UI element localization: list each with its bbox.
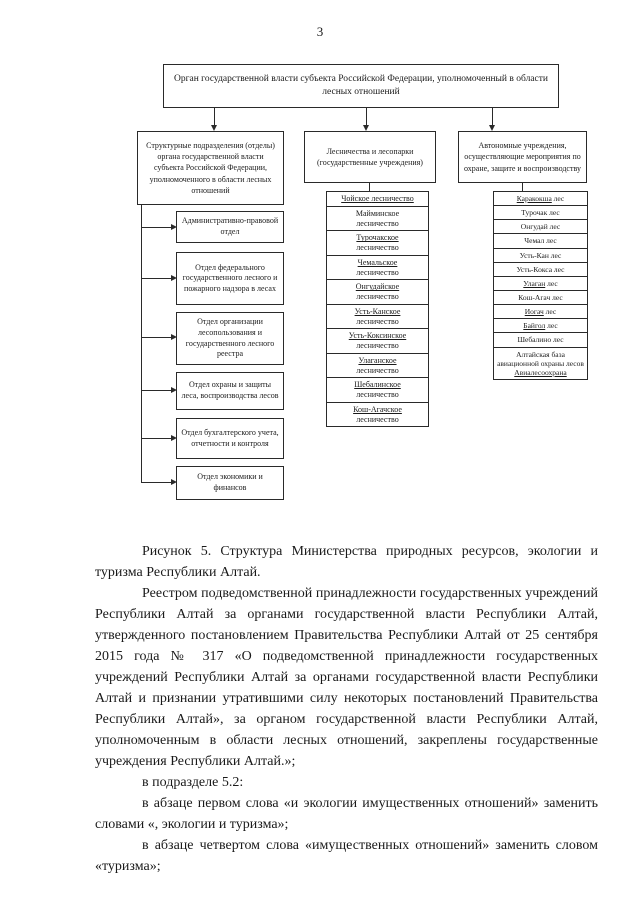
body-text: Рисунок 5. Структура Министерства природ…	[95, 541, 598, 877]
figure-caption: Рисунок 5. Структура Министерства природ…	[95, 544, 598, 580]
paragraph-registry: Реестром подведомственной принадлежности…	[95, 586, 598, 769]
branch-box-forestries: Лесничества и лесопарки (государственные…	[304, 131, 436, 183]
down-arrow-icon	[211, 108, 217, 131]
right-arrow-icon	[141, 275, 177, 281]
connector-line	[369, 183, 370, 191]
paragraph-subsection: в подразделе 5.2:	[142, 775, 244, 790]
department-box: Отдел бухгалтерского учета, отчетности и…	[176, 418, 284, 459]
autonomous-item: Кош-Агач лес	[493, 289, 588, 306]
department-box: Отдел организации лесопользования и госу…	[176, 312, 284, 365]
department-box: Отдел экономики и финансов	[176, 466, 284, 500]
autonomous-item: Шебалино лес	[493, 332, 588, 348]
connector-line	[141, 205, 142, 483]
down-arrow-icon	[489, 108, 495, 131]
autonomous-item: Иогач лес	[493, 304, 588, 320]
page-number: 3	[316, 24, 324, 39]
down-arrow-icon	[363, 108, 369, 131]
branch-box-autonomous: Автономные учреждения, осуществляющие ме…	[458, 131, 587, 183]
autonomous-item: Чемал лес	[493, 233, 588, 249]
autonomous-item: Байгол лес	[493, 318, 588, 334]
department-box: Отдел федерального государственного лесн…	[176, 252, 284, 305]
autonomous-item: Усть-Кокса лес	[493, 261, 588, 277]
autonomous-list: Каракокша лес Турочак лес Онгудай лес Че…	[493, 191, 588, 380]
department-box: Административно-правовой отдел	[176, 211, 284, 243]
right-arrow-icon	[141, 479, 177, 485]
connector-line	[522, 183, 523, 191]
branch-box-departments: Структурные подразделения (отделы) орган…	[137, 131, 284, 205]
right-arrow-icon	[141, 435, 177, 441]
right-arrow-icon	[141, 334, 177, 340]
department-box: Отдел охраны и защиты леса, воспроизводс…	[176, 372, 284, 410]
org-chart-root-box: Орган государственной власти субъекта Ро…	[163, 64, 559, 108]
paragraph-fourth-abzac: в абзаце четвертом слова «имущественных …	[95, 838, 598, 874]
right-arrow-icon	[141, 224, 177, 230]
paragraph-first-abzac: в абзаце первом слова «и экологии имущес…	[95, 796, 598, 832]
right-arrow-icon	[141, 387, 177, 393]
autonomous-item: Турочак лес	[493, 205, 588, 221]
autonomous-item: Усть-Кан лес	[493, 247, 588, 263]
autonomous-item: Каракокша лес	[493, 191, 588, 207]
autonomous-item: Онгудай лес	[493, 219, 588, 235]
autonomous-item: Улаган лес	[493, 275, 588, 291]
forestry-item: Чойское лесничество	[326, 191, 429, 207]
autonomous-item: Алтайская база авиационной охраны лесов …	[493, 346, 588, 380]
